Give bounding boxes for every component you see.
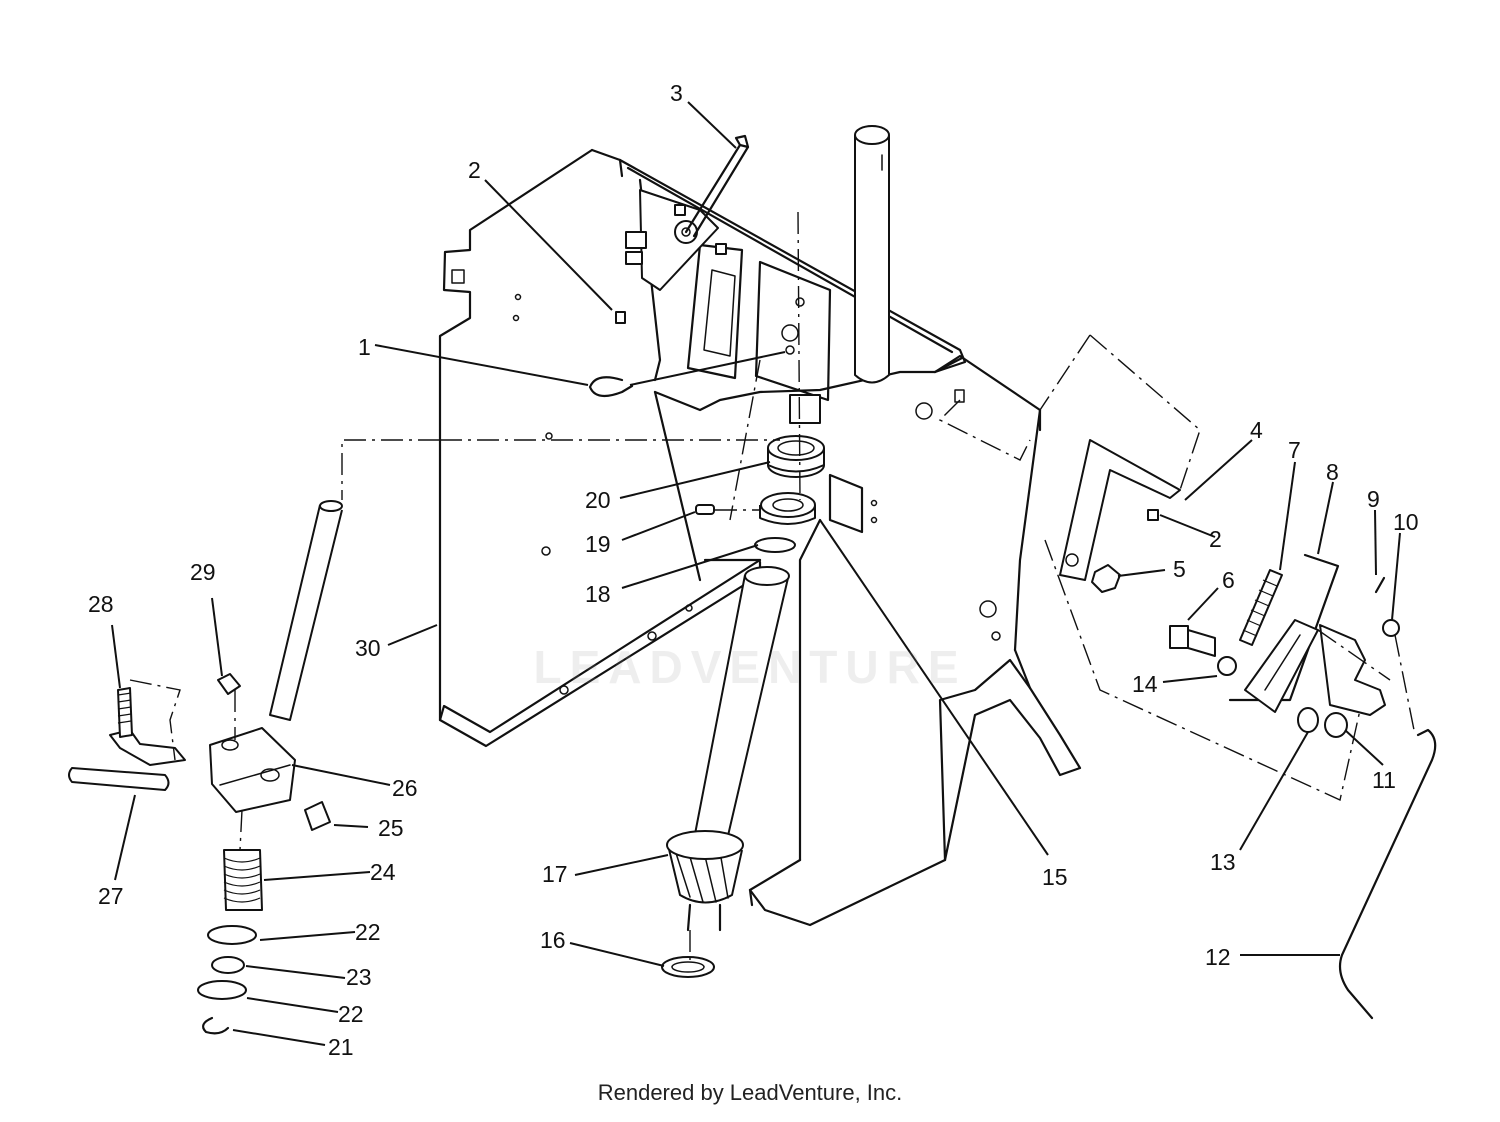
footer-credit: Rendered by LeadVenture, Inc.	[597, 1080, 903, 1105]
pivot-block-26	[209, 727, 296, 813]
callout-20: 20	[585, 487, 611, 513]
nut-29	[217, 673, 241, 695]
callout-26: 26	[392, 775, 418, 801]
bolt-28	[109, 687, 186, 766]
callout-7: 7	[1288, 437, 1301, 463]
washer-18	[754, 537, 796, 553]
callout-labels: 1 2 2 3 4 5 6 7 8 9 10 11 12 13 14 15 16…	[88, 80, 1419, 1060]
callout-17: 17	[542, 861, 568, 887]
callout-5: 5	[1173, 556, 1186, 582]
callout-14: 14	[1132, 671, 1158, 697]
bushing-23	[211, 956, 245, 974]
frame-support-30	[438, 148, 1082, 927]
steering-shaft-17	[666, 566, 790, 932]
bolt-6	[1169, 625, 1216, 657]
spring-7	[1239, 569, 1283, 646]
washer-13	[1297, 707, 1319, 733]
callout-22-lower: 22	[338, 1001, 364, 1027]
callout-25: 25	[378, 815, 404, 841]
leader-lines	[111, 101, 1401, 1046]
spring-24	[223, 849, 263, 911]
callout-1: 1	[358, 334, 371, 360]
callout-24: 24	[370, 859, 396, 885]
callout-2-top: 2	[468, 157, 481, 183]
callout-6: 6	[1222, 567, 1235, 593]
callout-12: 12	[1205, 944, 1231, 970]
callout-2-right: 2	[1209, 526, 1222, 552]
cotter-pin-9	[1374, 576, 1386, 594]
washer-14	[1217, 656, 1237, 676]
bushing-20	[767, 435, 825, 478]
callout-16: 16	[540, 927, 566, 953]
pivot-arm	[1319, 624, 1386, 716]
pin-25	[304, 801, 331, 831]
collar-19	[695, 492, 816, 525]
callout-15: 15	[1042, 864, 1068, 890]
callout-18: 18	[585, 581, 611, 607]
spacer-11	[1324, 712, 1348, 738]
watermark: LEADVENTURE	[533, 641, 967, 693]
set-screw-2-top	[615, 311, 626, 324]
callout-9: 9	[1367, 486, 1380, 512]
callout-29: 29	[190, 559, 216, 585]
callout-30: 30	[355, 635, 381, 661]
brake-lever-bracket-3	[625, 134, 750, 291]
washer-22-upper	[207, 925, 257, 945]
washer-16	[661, 956, 715, 978]
callout-21: 21	[328, 1034, 354, 1060]
callout-4: 4	[1250, 417, 1263, 443]
callout-28: 28	[88, 591, 114, 617]
tie-rod-pin	[269, 500, 343, 721]
hairpin-clip-1	[588, 376, 634, 398]
callout-3: 3	[670, 80, 683, 106]
callout-11: 11	[1372, 767, 1396, 793]
upper-steering-tube	[789, 125, 890, 424]
callout-27: 27	[98, 883, 124, 909]
callout-23: 23	[346, 964, 372, 990]
washer-10	[1382, 619, 1400, 637]
control-rod-12	[1338, 728, 1437, 1020]
washer-22-lower	[197, 980, 247, 1000]
callout-10: 10	[1393, 509, 1419, 535]
callout-22-upper: 22	[355, 919, 381, 945]
callout-19: 19	[585, 531, 611, 557]
set-screw-2-right	[1147, 509, 1159, 521]
pin-27	[68, 767, 170, 791]
callout-13: 13	[1210, 849, 1236, 875]
callout-8: 8	[1326, 459, 1339, 485]
retaining-ring-21	[202, 1016, 230, 1035]
bracket-4	[1059, 439, 1181, 581]
nut-5	[1091, 564, 1121, 593]
